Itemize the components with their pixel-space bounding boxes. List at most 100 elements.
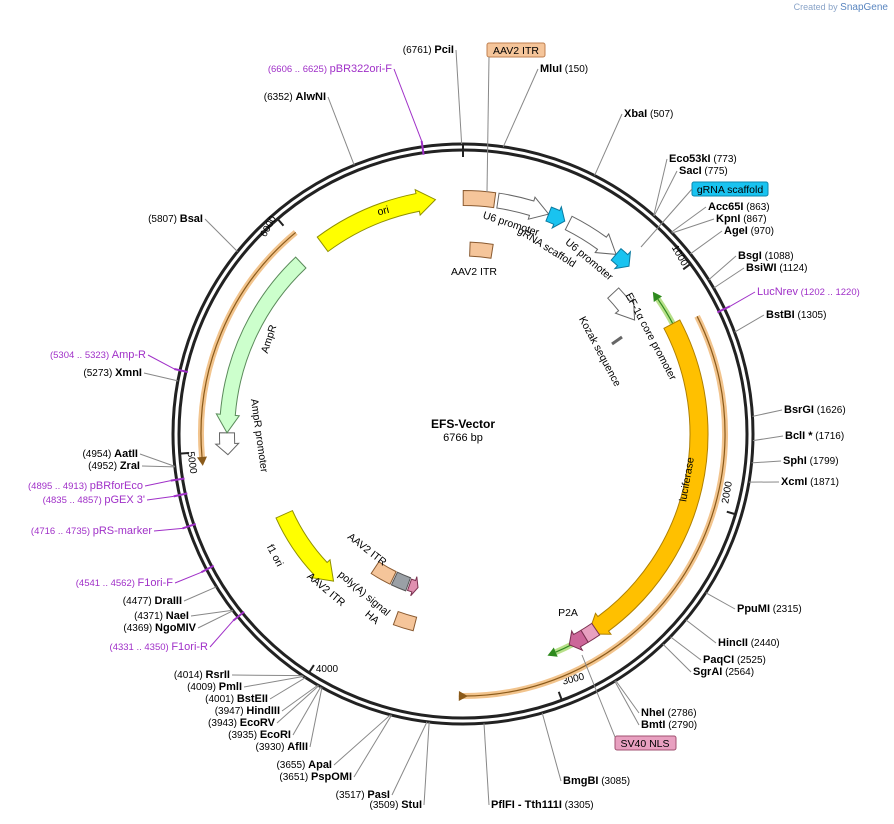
site-leader <box>502 68 539 148</box>
tick-mark <box>682 263 692 271</box>
site-leader <box>685 619 717 644</box>
site-leader <box>455 49 463 145</box>
restriction-site-label: (3517) PasI <box>336 789 390 801</box>
primer-leader <box>729 291 756 307</box>
tick-mark <box>557 691 563 701</box>
site-leader <box>197 610 234 629</box>
arc-arrowhead <box>197 456 207 466</box>
site-leader <box>243 675 304 688</box>
callout-grna-scaffold: gRNA scaffold <box>640 181 769 248</box>
restriction-site-label: (4952) ZraI <box>88 460 140 472</box>
ampr-promoter-label: AmpR promoter <box>248 398 270 474</box>
site-leader <box>752 435 784 442</box>
grna-scaffold-feature-2 <box>610 247 632 270</box>
site-leader <box>705 592 736 610</box>
restriction-site-label: (3930) AflII <box>256 741 308 753</box>
restriction-site-label: KpnI (867) <box>716 213 767 225</box>
restriction-site-label: (5273) XmnI <box>83 367 142 379</box>
primer-leader <box>174 571 202 584</box>
ampr-label: AmpR <box>259 323 280 355</box>
site-leader <box>292 686 322 736</box>
callout-aav2-itr-text: AAV2 ITR <box>493 45 539 57</box>
restriction-site-label: PpuMI (2315) <box>737 603 802 615</box>
restriction-site-label: BstBI (1305) <box>766 309 826 321</box>
ampr-promoter-feature <box>214 432 240 456</box>
direction-arc <box>200 231 297 458</box>
sv40-nls-feature <box>580 622 601 643</box>
site-leader <box>671 218 715 234</box>
restriction-site-label: BmgBI (3085) <box>563 775 630 787</box>
primer-mark <box>716 305 731 314</box>
site-leader <box>423 721 430 806</box>
tick-mark <box>179 452 189 455</box>
restriction-site-label: AgeI (970) <box>724 225 774 237</box>
primer-label: (4895 .. 4913) pBRforEco <box>28 480 143 492</box>
site-leader <box>653 158 668 216</box>
aav2-itr-lower-label-1: AAV2 ITR <box>345 531 389 569</box>
restriction-site-label: Acc65I (863) <box>708 201 770 213</box>
aav2-itr-top-feature <box>462 189 497 209</box>
restriction-site-label: BsiWI (1124) <box>746 262 808 274</box>
callout-sv40-nls-text: SV40 NLS <box>620 738 669 750</box>
primer-mark <box>232 611 245 622</box>
restriction-site-label: SphI (1799) <box>783 455 839 467</box>
grna-scaffold-feature-1 <box>545 205 566 230</box>
restriction-site-label: (4477) DraIII <box>123 595 182 607</box>
restriction-site-label: (4371) NaeI <box>134 610 189 622</box>
primer-label: (4835 .. 4857) pGEX 3' <box>43 494 145 506</box>
ori-feature <box>316 188 437 253</box>
direction-arc <box>458 316 726 697</box>
site-leader <box>670 636 702 661</box>
restriction-site-label: BclI * (1716) <box>785 430 844 442</box>
restriction-site-label: XbaI (507) <box>624 108 673 120</box>
primer-label: (4541 .. 4562) F1ori-F <box>76 577 174 589</box>
primer-leader <box>146 495 174 501</box>
site-leader <box>269 677 306 700</box>
restriction-site-label: BsgI (1088) <box>738 250 794 262</box>
primer-mark <box>174 368 189 374</box>
restriction-site-label: (3943) EcoRV <box>208 717 276 729</box>
plasmid-name: EFS-Vector <box>431 417 495 431</box>
aav2-itr-lower-feature-1 <box>370 561 397 585</box>
restriction-site-label: (6761) PciI <box>403 44 454 56</box>
site-leader <box>204 218 238 252</box>
restriction-site-label: Eco53kI (773) <box>669 153 737 165</box>
restriction-site-label: (4014) RsrII <box>174 669 230 681</box>
site-leader <box>594 113 623 176</box>
restriction-site-label: MluI (150) <box>540 63 588 75</box>
callout-aav2-itr: AAV2 ITR <box>486 42 546 193</box>
site-leader <box>662 643 692 673</box>
site-leader <box>615 680 640 714</box>
site-leader <box>713 267 745 289</box>
tick-label: 6000 <box>259 214 280 239</box>
tick-label: 4000 <box>316 664 339 675</box>
primer-mark <box>170 477 185 482</box>
site-leader <box>671 206 707 233</box>
primer-leader <box>209 620 234 648</box>
primer-label: (4716 .. 4735) pRS-marker <box>31 525 152 537</box>
ef1a-promoter-feature <box>607 287 636 321</box>
site-leader <box>483 723 490 806</box>
primer-leader <box>147 354 175 370</box>
restriction-site-label: NheI (2786) <box>641 707 697 719</box>
site-leader <box>333 714 391 766</box>
aav2-itr-inner-label: AAV2 ITR <box>451 266 497 278</box>
plasmid-length: 6766 bp <box>443 432 483 444</box>
site-leader <box>708 255 737 281</box>
site-leader <box>690 230 723 255</box>
restriction-site-label: (4001) BstEII <box>205 693 268 705</box>
restriction-site-label: (4954) AatII <box>82 448 138 460</box>
site-leader <box>734 314 765 333</box>
site-leader-lines <box>139 49 784 806</box>
credit-prefix: Created by <box>793 2 838 12</box>
restriction-site-label: PflFI - Tth111I (3305) <box>491 799 594 811</box>
arc-arrowhead <box>652 291 663 303</box>
restriction-site-label: (5807) BsaI <box>148 213 203 225</box>
restriction-site-label: (3655) ApaI <box>276 759 332 771</box>
restriction-site-label: SacI (775) <box>679 165 728 177</box>
site-leader <box>141 465 175 468</box>
aav2-itr-lower-feature-2 <box>392 610 418 632</box>
ha-feature <box>406 576 419 597</box>
restriction-site-label: PaqCI (2525) <box>703 654 766 666</box>
